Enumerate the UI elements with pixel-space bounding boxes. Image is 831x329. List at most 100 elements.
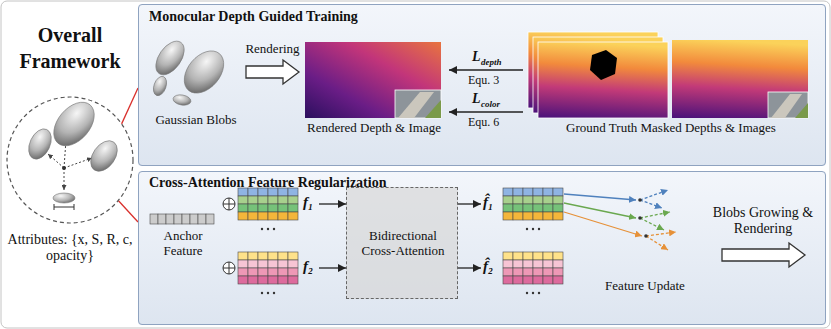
ground-truth-images-part	[768, 92, 808, 118]
grid-cell	[513, 276, 523, 284]
grid-cell	[268, 268, 278, 276]
grid-cell	[268, 260, 278, 268]
gaussian-blobs-part	[172, 94, 191, 107]
grid-cell	[288, 212, 298, 220]
grid-cell	[190, 214, 198, 224]
image-stack: Ground Truth Masked Depths & Images	[523, 31, 819, 141]
grid-cell	[513, 252, 523, 260]
gaussian-blob	[85, 136, 123, 176]
plus-symbol-part	[223, 198, 235, 210]
panel-fill	[138, 171, 826, 325]
node-text: Feature Update	[589, 279, 701, 294]
feature-update-arrows	[564, 190, 676, 250]
grid-cell	[533, 276, 543, 284]
node-text: Monocular Depth Guided Training	[149, 9, 358, 25]
connector	[118, 200, 138, 222]
grid-cell	[513, 188, 523, 196]
feature-update-arrows-part	[564, 212, 642, 236]
grid-cell	[268, 212, 278, 220]
loss-symbol: L	[472, 49, 481, 65]
ellipsis-dot	[532, 292, 534, 294]
connector	[319, 203, 346, 204]
rendered-image	[305, 42, 441, 118]
node-text: f₂	[303, 258, 313, 275]
grid-cell	[503, 196, 513, 204]
grid-cell	[248, 260, 258, 268]
hollow-arrow	[722, 243, 805, 267]
grid-cell	[503, 188, 513, 196]
grid-cell	[533, 204, 543, 212]
grid-cell	[543, 212, 553, 220]
grid-cell	[238, 204, 248, 212]
grid-cell	[258, 260, 268, 268]
ellipsis-dot	[538, 292, 540, 294]
grid-cell	[543, 276, 553, 284]
hollow-arrow-connector	[246, 60, 299, 84]
grid-cell	[238, 196, 248, 204]
feature-grid: f̂₂	[481, 251, 567, 303]
grid-cell	[248, 252, 258, 260]
connector	[122, 88, 138, 124]
grid-cell	[543, 188, 553, 196]
feature-update-arrows-part	[640, 212, 670, 218]
feature-update-arrows-part	[644, 234, 648, 238]
blob-group: Gaussian Blobs	[146, 37, 246, 133]
grid-cell	[258, 196, 268, 204]
grid-cell	[248, 268, 258, 276]
grid-cell	[238, 268, 248, 276]
grid-cell	[174, 214, 182, 224]
grid-cell	[523, 276, 533, 284]
node-text: Attributes: {x, S, R, c, opacity}	[4, 232, 136, 264]
dashed-arrow	[48, 154, 64, 168]
grid-cell	[503, 276, 513, 284]
ellipsis-dot	[526, 292, 528, 294]
connector	[449, 69, 523, 70]
grid-cell	[248, 204, 258, 212]
grid-cell	[543, 204, 553, 212]
grid-cell	[523, 268, 533, 276]
grid-cell	[503, 212, 513, 220]
equation-ref: Equ. 6	[468, 116, 499, 130]
grid-cell	[553, 204, 563, 212]
grid-cell	[503, 204, 513, 212]
image-box: Rendered Depth & Image	[299, 41, 449, 141]
grid-cell	[543, 252, 553, 260]
gaussian-blobs-part	[151, 75, 169, 98]
equation-ref: Equ. 3	[468, 74, 499, 88]
plus-symbol	[223, 198, 235, 274]
connector	[319, 267, 346, 268]
grid-cell	[553, 268, 563, 276]
grid-cell	[238, 276, 248, 284]
grid-cell	[513, 212, 523, 220]
grid-cell	[166, 214, 174, 224]
feature-update-arrows-part	[640, 190, 668, 200]
grid-cell	[553, 260, 563, 268]
feature-update-arrows-part	[638, 198, 642, 202]
gaussian-blob	[46, 95, 103, 154]
feature-update-arrows-part	[640, 200, 662, 208]
grid-cell	[268, 276, 278, 284]
grid-cell	[523, 204, 533, 212]
feature-update-arrows-part	[646, 236, 668, 250]
ground-truth-images-part	[590, 50, 617, 80]
grid-cell	[278, 212, 288, 220]
ground-truth-images-part	[538, 42, 668, 118]
plus-symbol-part	[223, 262, 235, 274]
rendered-image-part	[305, 42, 441, 118]
grid-cell	[238, 260, 248, 268]
ellipsis-dot	[267, 292, 269, 294]
grid-cell	[288, 252, 298, 260]
ellipsis-dot	[526, 228, 528, 230]
rendered-image-part	[425, 100, 441, 118]
grid-cell	[523, 260, 533, 268]
node-text: f̂₁	[483, 194, 493, 211]
loss-subscript: depth	[481, 57, 502, 67]
node-text: Rendered Depth & Image	[299, 121, 449, 136]
feature-update-arrows-part	[646, 232, 676, 236]
ground-truth-images-part	[672, 40, 808, 118]
grid-cell	[533, 212, 543, 220]
node-text: Ground Truth Masked Depths & Images	[523, 121, 819, 136]
ground-truth-images	[528, 32, 808, 118]
grid-cell	[533, 196, 543, 204]
